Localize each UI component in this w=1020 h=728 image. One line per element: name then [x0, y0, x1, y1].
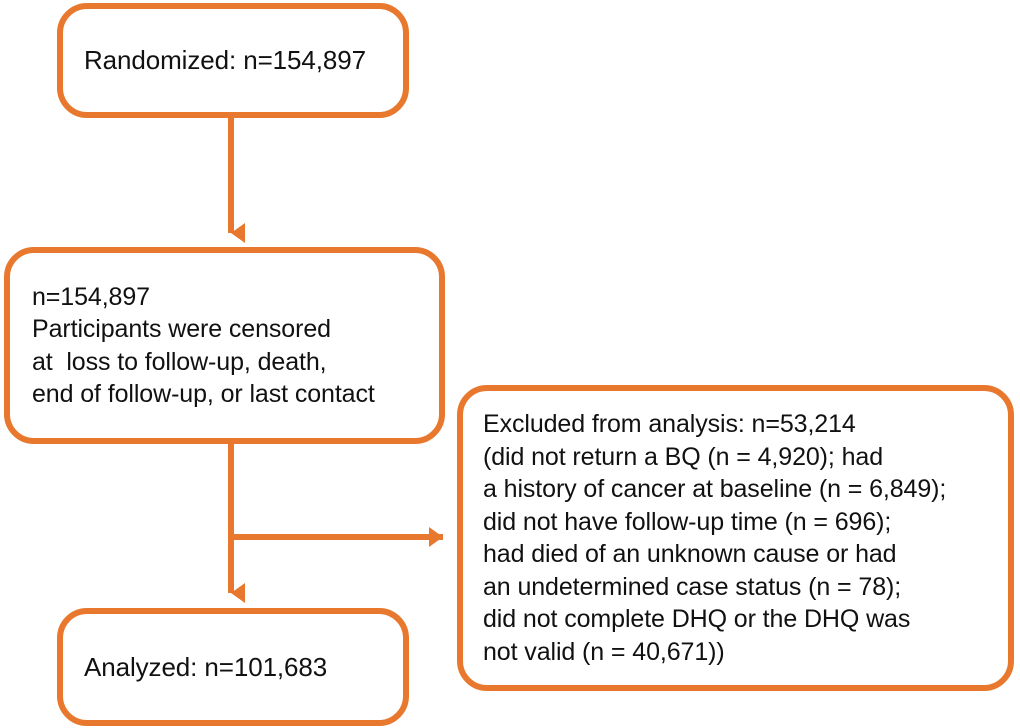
node-analyzed: Analyzed: n=101,683: [57, 608, 409, 726]
node-censored-label: n=154,897 Participants were censored at …: [32, 283, 375, 408]
node-randomized-label: Randomized: n=154,897: [84, 45, 366, 76]
node-excluded: Excluded from analysis: n=53,214 (did no…: [457, 385, 1014, 691]
node-analyzed-label: Analyzed: n=101,683: [84, 651, 328, 682]
node-censored: n=154,897 Participants were censored at …: [4, 247, 445, 444]
node-randomized: Randomized: n=154,897: [57, 3, 409, 118]
node-excluded-label: Excluded from analysis: n=53,214 (did no…: [483, 410, 947, 666]
